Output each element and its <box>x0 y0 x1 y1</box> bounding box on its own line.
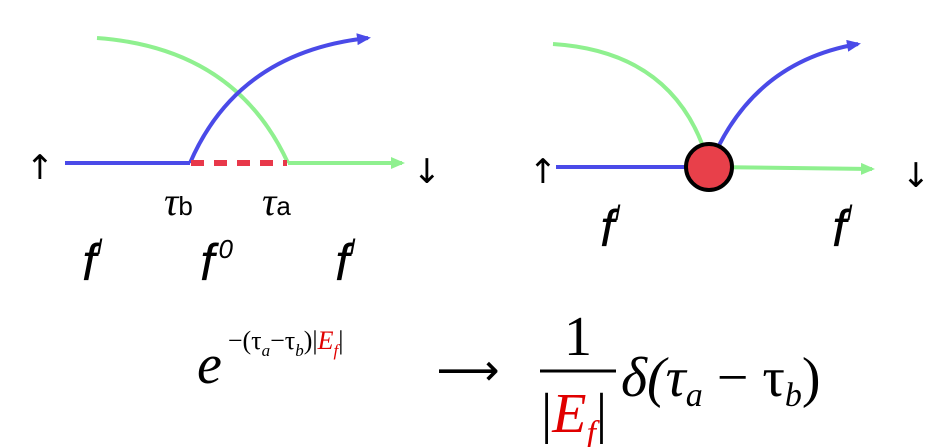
left-blue-arc <box>188 33 371 164</box>
formula-rhs: δ(τa − τb) <box>621 347 820 414</box>
left-state-label-fI: fI <box>82 234 103 292</box>
formula-arrow-icon: ⟶ <box>436 345 499 396</box>
left-green-arc <box>96 36 290 164</box>
right-diagram: ↑ ↓ fI fI <box>529 39 931 258</box>
right-green-out-line <box>708 162 875 175</box>
right-blue-arc <box>708 39 861 166</box>
right-state-label-fI: fI <box>335 234 356 292</box>
right-left-state-label-fI: fI <box>600 200 621 258</box>
right-green-arc <box>552 42 711 166</box>
right-spin-down-icon: ↓ <box>902 156 931 196</box>
right-spin-up-icon: ↑ <box>529 152 558 192</box>
vertex-dot <box>684 142 734 192</box>
left-spin-down-icon: ↓ <box>413 152 442 192</box>
tau-b-label: τb <box>164 179 193 224</box>
formula-lhs: e −(τa−τb)|Ef| <box>197 326 343 396</box>
right-right-state-label-fI: fI <box>832 200 853 258</box>
fraction-denominator: |Ef| <box>541 383 607 447</box>
tau-a-label: τa <box>262 179 291 224</box>
fraction-numerator: 1 <box>564 306 592 368</box>
left-spin-up-icon: ↑ <box>26 148 55 188</box>
formula: e −(τa−τb)|Ef| ⟶ 1 |Ef| δ(τa − τb) <box>197 306 820 447</box>
